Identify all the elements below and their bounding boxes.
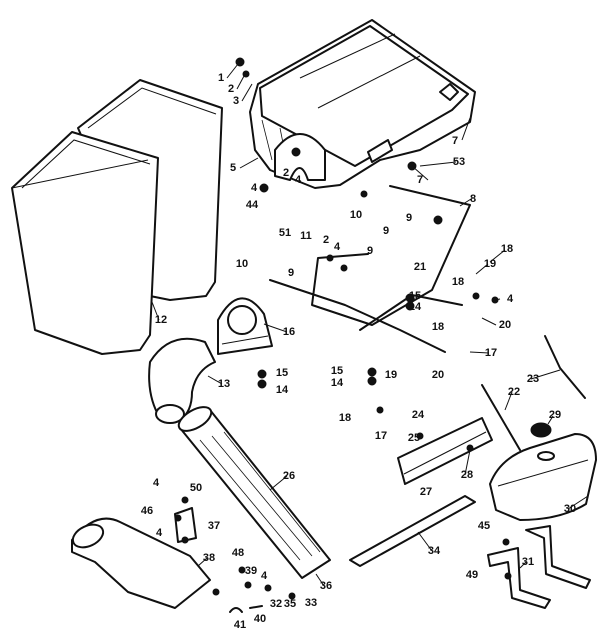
part-label-l4g: 4 bbox=[261, 570, 268, 582]
part-label-l26: 26 bbox=[283, 470, 295, 482]
part-label-l31: 31 bbox=[522, 556, 534, 568]
part-label-l7b: 7 bbox=[417, 174, 423, 186]
part-label-l17b: 17 bbox=[375, 430, 387, 442]
part-label-l48: 48 bbox=[232, 547, 244, 559]
part-label-l24: 24 bbox=[412, 409, 425, 421]
part-label-l51: 51 bbox=[279, 227, 291, 239]
part-label-l3: 3 bbox=[233, 95, 239, 107]
part-label-l44: 44 bbox=[246, 199, 259, 211]
knob bbox=[530, 422, 552, 438]
leader-lines bbox=[151, 63, 589, 587]
part-label-l34: 34 bbox=[428, 545, 441, 557]
part-label-l18a: 18 bbox=[501, 243, 513, 255]
part-label-l18c: 18 bbox=[432, 321, 444, 333]
part-label-l10b: 10 bbox=[236, 258, 248, 270]
part-label-l28: 28 bbox=[461, 469, 473, 481]
part-label-l41: 41 bbox=[234, 619, 246, 631]
part-label-l9b: 9 bbox=[367, 245, 373, 257]
rear-hood bbox=[489, 433, 597, 521]
part-label-l2c: 2 bbox=[323, 234, 329, 246]
part-label-l9c: 9 bbox=[383, 225, 389, 237]
part-label-l23: 23 bbox=[527, 373, 539, 385]
part-label-l4d: 4 bbox=[507, 293, 514, 305]
part-label-l13: 13 bbox=[218, 378, 230, 390]
part-label-l45: 45 bbox=[478, 520, 490, 532]
part-label-l49: 49 bbox=[466, 569, 478, 581]
part-label-l25: 25 bbox=[408, 432, 420, 444]
part-label-l2b: 2 bbox=[283, 167, 289, 179]
catcher-top-cover bbox=[249, 19, 476, 189]
part-label-l4c: 4 bbox=[334, 241, 341, 253]
lower-chute bbox=[71, 517, 211, 609]
part-label-l18b: 18 bbox=[452, 276, 464, 288]
part-label-l4e: 4 bbox=[153, 477, 160, 489]
part-label-l37: 37 bbox=[208, 520, 220, 532]
part-label-l50: 50 bbox=[190, 482, 202, 494]
part-label-l53: 53 bbox=[453, 156, 465, 168]
part-label-l19a: 19 bbox=[484, 258, 496, 270]
part-label-l4f: 4 bbox=[156, 527, 163, 539]
part-label-l8: 8 bbox=[470, 193, 476, 205]
part-label-l29: 29 bbox=[549, 409, 561, 421]
part-label-l11: 11 bbox=[300, 230, 312, 242]
part-label-l40: 40 bbox=[254, 613, 266, 625]
part-label-l15a: 15 bbox=[409, 290, 421, 302]
part-label-l39: 39 bbox=[245, 565, 257, 577]
elbow-chute bbox=[148, 337, 216, 424]
part-label-l4b: 4 bbox=[251, 182, 258, 194]
part-label-l20b: 20 bbox=[432, 369, 444, 381]
hardware bbox=[174, 57, 512, 613]
part-label-l15c: 15 bbox=[276, 367, 288, 379]
part-label-l32: 32 bbox=[270, 598, 282, 610]
part-label-l9d: 9 bbox=[288, 267, 294, 279]
part-label-l19b: 19 bbox=[385, 369, 397, 381]
mower-blade bbox=[349, 495, 476, 567]
part-label-l15b: 15 bbox=[331, 365, 343, 377]
catcher-bag-front bbox=[11, 131, 159, 355]
discharge-tube bbox=[177, 406, 331, 579]
part-label-l10a: 10 bbox=[350, 209, 362, 221]
part-label-l2a: 2 bbox=[228, 83, 234, 95]
part-label-l17a: 17 bbox=[485, 347, 497, 359]
support-channel bbox=[397, 417, 493, 485]
part-label-l5: 5 bbox=[230, 162, 236, 174]
part-label-l27: 27 bbox=[420, 486, 432, 498]
part-label-l22: 22 bbox=[508, 386, 520, 398]
part-label-l12: 12 bbox=[155, 314, 167, 326]
part-label-l30: 30 bbox=[564, 503, 576, 515]
part-label-l7a: 7 bbox=[452, 135, 458, 147]
part-label-l38: 38 bbox=[203, 552, 215, 564]
part-label-l46: 46 bbox=[141, 505, 153, 517]
part-label-l18d: 18 bbox=[339, 412, 351, 424]
part-label-l14c: 14 bbox=[276, 384, 289, 396]
latch-rods bbox=[481, 335, 586, 451]
part-label-l4a: 4 bbox=[295, 174, 302, 186]
part-label-l21: 21 bbox=[414, 261, 426, 273]
mount-brackets bbox=[487, 525, 591, 609]
part-label-l1: 1 bbox=[218, 72, 224, 84]
part-label-l36: 36 bbox=[320, 580, 332, 592]
part-label-l9a: 9 bbox=[406, 212, 412, 224]
part-label-l14a: 14 bbox=[409, 301, 422, 313]
part-label-l35: 35 bbox=[284, 598, 296, 610]
part-label-l33: 33 bbox=[305, 597, 317, 609]
part-label-l20a: 20 bbox=[499, 319, 511, 331]
part-label-l16: 16 bbox=[283, 326, 295, 338]
chute-support-bracket bbox=[217, 297, 273, 355]
part-label-l14b: 14 bbox=[331, 377, 344, 389]
